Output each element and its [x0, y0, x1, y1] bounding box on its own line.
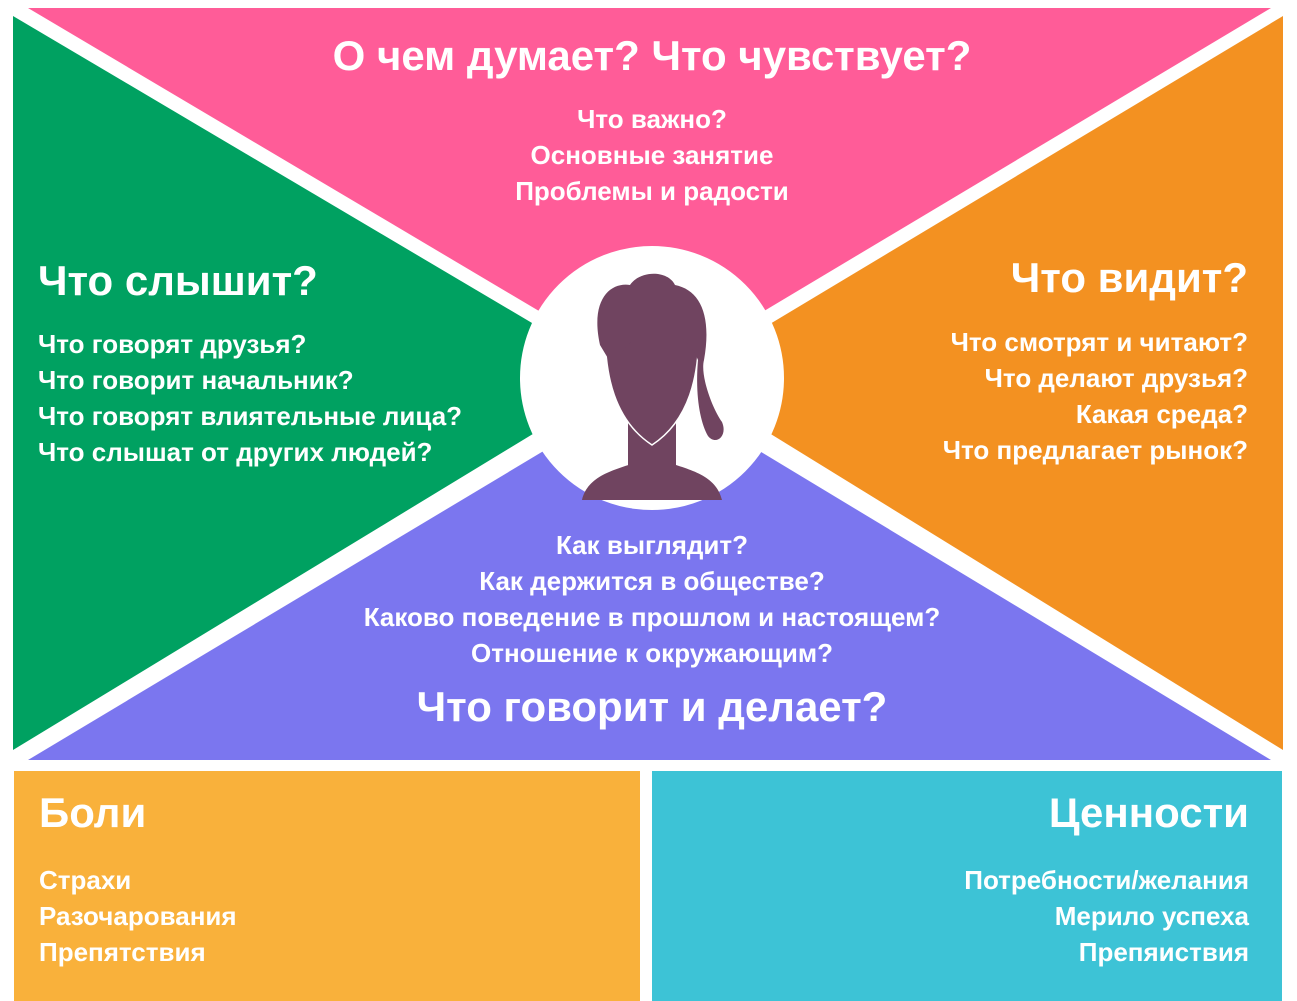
left-title: Что слышит?: [38, 257, 318, 304]
top-title: О чем думает? Что чувствует?: [332, 32, 972, 79]
left-item-1: Что говорят друзья?: [38, 329, 307, 359]
values-item-1: Потребности/желания: [964, 865, 1249, 895]
bottom-list: Как выглядит? Как держится в обществе? К…: [252, 527, 1052, 671]
top-list: Что важно? Основные занятие Проблемы и р…: [352, 101, 952, 209]
right-item-4: Что предлагает рынок?: [942, 435, 1248, 465]
right-item-1: Что смотрят и читают?: [950, 327, 1248, 357]
right-item-3: Какая среда?: [1075, 399, 1248, 429]
left-item-2: Что говорит начальник?: [38, 365, 354, 395]
values-title: Ценности: [1048, 789, 1249, 836]
values-item-2: Мерило успеха: [1054, 901, 1249, 931]
values-box: [652, 771, 1282, 1001]
bottom-item-2: Как держится в обществе?: [479, 566, 825, 596]
left-quadrant: [13, 16, 625, 750]
values-item-3: Препяиствия: [1078, 937, 1249, 967]
right-list: Что смотрят и читают? Что делают друзья?…: [943, 324, 1248, 468]
pains-title: Боли: [39, 789, 147, 836]
avatar-hair: [597, 273, 724, 441]
bottom-quadrant: [28, 386, 1271, 760]
left-item-4: Что слышат от других людей?: [38, 437, 433, 467]
bottom-item-3: Каково поведение в прошлом и настоящем?: [363, 602, 941, 632]
bottom-title: Что говорит и делает?: [416, 683, 888, 730]
pains-item-2: Разочарования: [39, 901, 237, 931]
top-item-2: Основные занятие: [530, 140, 774, 170]
top-quadrant: [28, 8, 1271, 378]
woman-silhouette-icon: [582, 273, 724, 500]
top-item-3: Проблемы и радости: [515, 176, 789, 206]
pains-item-1: Страхи: [39, 865, 132, 895]
bottom-item-4: Отношение к окружающим?: [471, 638, 833, 668]
top-item-1: Что важно?: [577, 104, 727, 134]
left-item-3: Что говорят влиятельные лица?: [38, 401, 463, 431]
bottom-item-1: Как выглядит?: [555, 530, 749, 560]
pains-box: [14, 771, 640, 1001]
pains-list: Страхи Разочарования Препятствия: [39, 862, 237, 970]
right-item-2: Что делают друзья?: [984, 363, 1248, 393]
right-title: Что видит?: [1010, 254, 1248, 301]
right-quadrant: [680, 16, 1283, 750]
pains-item-3: Препятствия: [39, 937, 206, 967]
left-list: Что говорят друзья? Что говорит начальни…: [38, 326, 462, 470]
values-list: Потребности/желания Мерило успеха Препяи…: [964, 862, 1249, 970]
